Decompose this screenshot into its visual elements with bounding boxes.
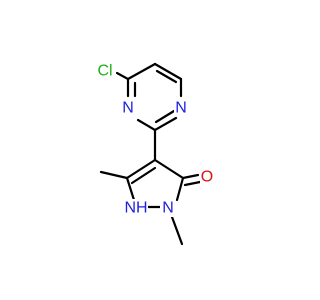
bond-c5-c6: [153, 62, 183, 81]
pyrazolone-ring: [99, 158, 202, 246]
bond-c4-c3prime: [153, 158, 185, 180]
bond-c4-c5prime: [125, 158, 157, 180]
pyrimidine-ring: [115, 62, 183, 132]
molecule-structure: Cl N N O NH N: [94, 60, 214, 246]
bond-c4-cl: [115, 71, 130, 81]
pyrimidine-nitrogen-bottom: N: [122, 100, 134, 117]
chlorine-atom: Cl: [97, 63, 112, 80]
pyrimidine-nitrogen-top: N: [175, 100, 187, 117]
bond-n2-methyl: [170, 215, 184, 246]
pyrazole-nh: NH: [124, 200, 147, 217]
carbonyl-oxygen: O: [201, 169, 213, 186]
bond-c3prime-o: [181, 173, 200, 180]
bond-c3prime-n2: [175, 176, 185, 202]
bond-n1-c2-double: [154, 109, 176, 124]
bond-n1h-c5prime: [125, 176, 136, 202]
bond-c4-c5: [126, 62, 157, 81]
bond-c2-n3: [136, 118, 157, 132]
bond-c5prime-methyl: [99, 170, 129, 180]
atom-labels: Cl N N O NH N: [94, 60, 214, 217]
bond-n1-c2: [153, 116, 178, 132]
bond-c4-c5prime-double: [130, 166, 157, 185]
bond-c3prime-o-double: [183, 180, 202, 187]
pyrazole-nitrogen: N: [162, 200, 174, 217]
bond-c5-c6-double: [155, 69, 178, 84]
